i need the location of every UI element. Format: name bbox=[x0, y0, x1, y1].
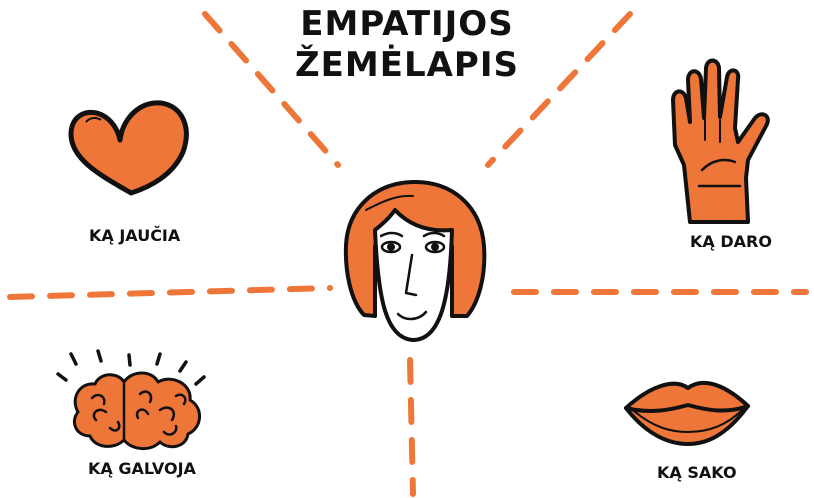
lips-icon bbox=[624, 380, 750, 446]
divider-left bbox=[7, 285, 333, 300]
hand-icon bbox=[671, 58, 770, 224]
brain-icon bbox=[56, 349, 206, 450]
divider-lines bbox=[7, 11, 809, 497]
divider-bottom bbox=[407, 357, 416, 497]
label-says: KĄ SAKO bbox=[657, 463, 737, 482]
heart-icon bbox=[68, 100, 189, 196]
title-line-2: ŽEMĖLAPIS bbox=[295, 45, 519, 85]
label-does: KĄ DARO bbox=[690, 232, 772, 251]
divider-top-right bbox=[485, 11, 633, 168]
face-icon bbox=[343, 179, 487, 342]
label-feels: KĄ JAUČIA bbox=[89, 226, 181, 245]
divider-top-left bbox=[202, 11, 341, 168]
label-thinks: KĄ GALVOJA bbox=[88, 459, 196, 478]
title-line-1: EMPATIJOS bbox=[300, 4, 514, 44]
